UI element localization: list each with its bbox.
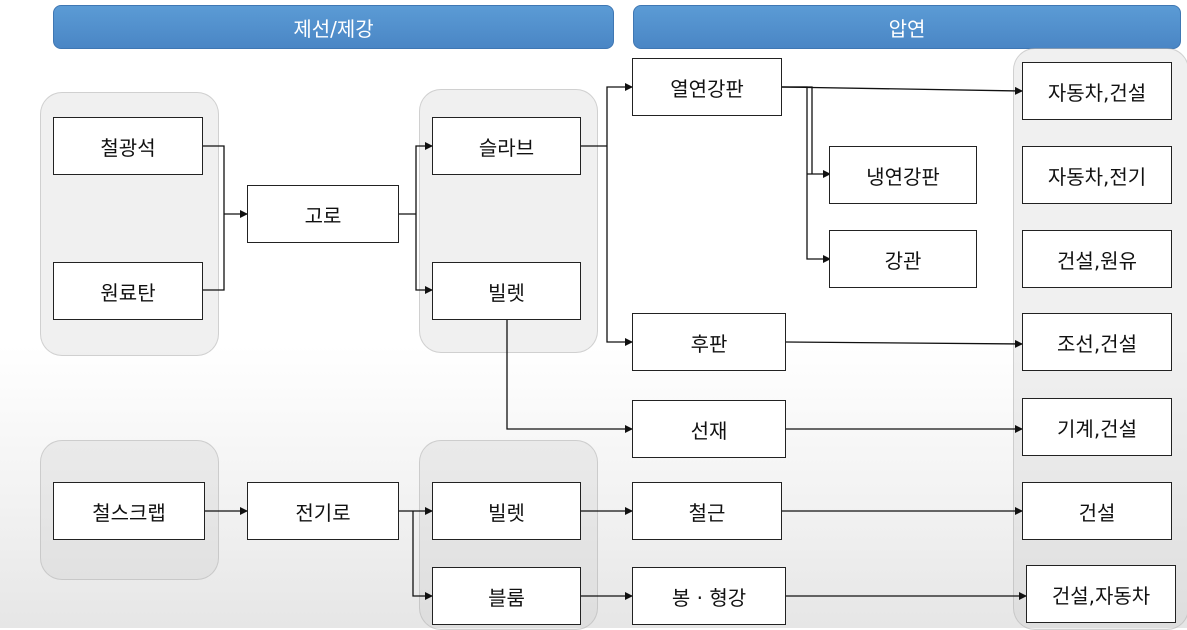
- node-bar-section: 봉 · 형강: [632, 567, 786, 625]
- node-scrap: 철스크랩: [53, 482, 205, 540]
- node-iron-ore: 철광석: [53, 117, 203, 175]
- node-steel-pipe: 강관: [829, 230, 977, 288]
- connector-coal: [203, 214, 225, 291]
- connector-to-plate-use: [785, 339, 1023, 348]
- node-blast-furnace: 고로: [247, 185, 399, 243]
- connector-to-hot-rolled: [606, 83, 633, 146]
- node-coal: 원료탄: [53, 262, 203, 320]
- node-rebar: 철근: [632, 482, 782, 540]
- node-thick-plate: 후판: [632, 313, 786, 371]
- node-bloom: 블룸: [432, 567, 581, 625]
- node-electric-furnace: 전기로: [247, 482, 399, 540]
- connector-to-wire-rod: [506, 318, 633, 433]
- use-steel-pipe: 건설,원유: [1022, 230, 1172, 288]
- use-rebar: 건설: [1022, 482, 1172, 540]
- connector-iron-ore: [203, 145, 225, 214]
- connector-to-slab: [415, 142, 433, 214]
- connector-to-thick-plate: [606, 146, 633, 346]
- connector-to-steel-pipe: [806, 174, 831, 263]
- connector-to-billet: [415, 214, 433, 294]
- node-cold-rolled: 냉연강판: [829, 146, 977, 204]
- use-hot-rolled: 자동차,건설: [1022, 62, 1172, 120]
- node-billet-lower: 빌렛: [432, 482, 581, 540]
- connector-to-bloom: [412, 511, 433, 600]
- header-rolling: 압연: [633, 5, 1181, 49]
- use-cold-rolled: 자동차,전기: [1022, 146, 1172, 204]
- node-slab: 슬라브: [432, 117, 581, 175]
- use-bar-section: 건설,자동차: [1026, 565, 1176, 623]
- connector-to-hot-rolled-use: [781, 86, 1023, 95]
- connector-hot-rolled-branch: [782, 86, 808, 174]
- connector-hot-rolled-branch-2: [782, 86, 813, 174]
- use-thick-plate: 조선,건설: [1022, 313, 1172, 371]
- use-wire-rod: 기계,건설: [1022, 398, 1172, 456]
- node-billet-upper: 빌렛: [432, 262, 581, 320]
- node-wire-rod: 선재: [632, 400, 786, 458]
- node-hot-rolled: 열연강판: [632, 58, 782, 116]
- header-steelmaking: 제선/제강: [53, 5, 614, 49]
